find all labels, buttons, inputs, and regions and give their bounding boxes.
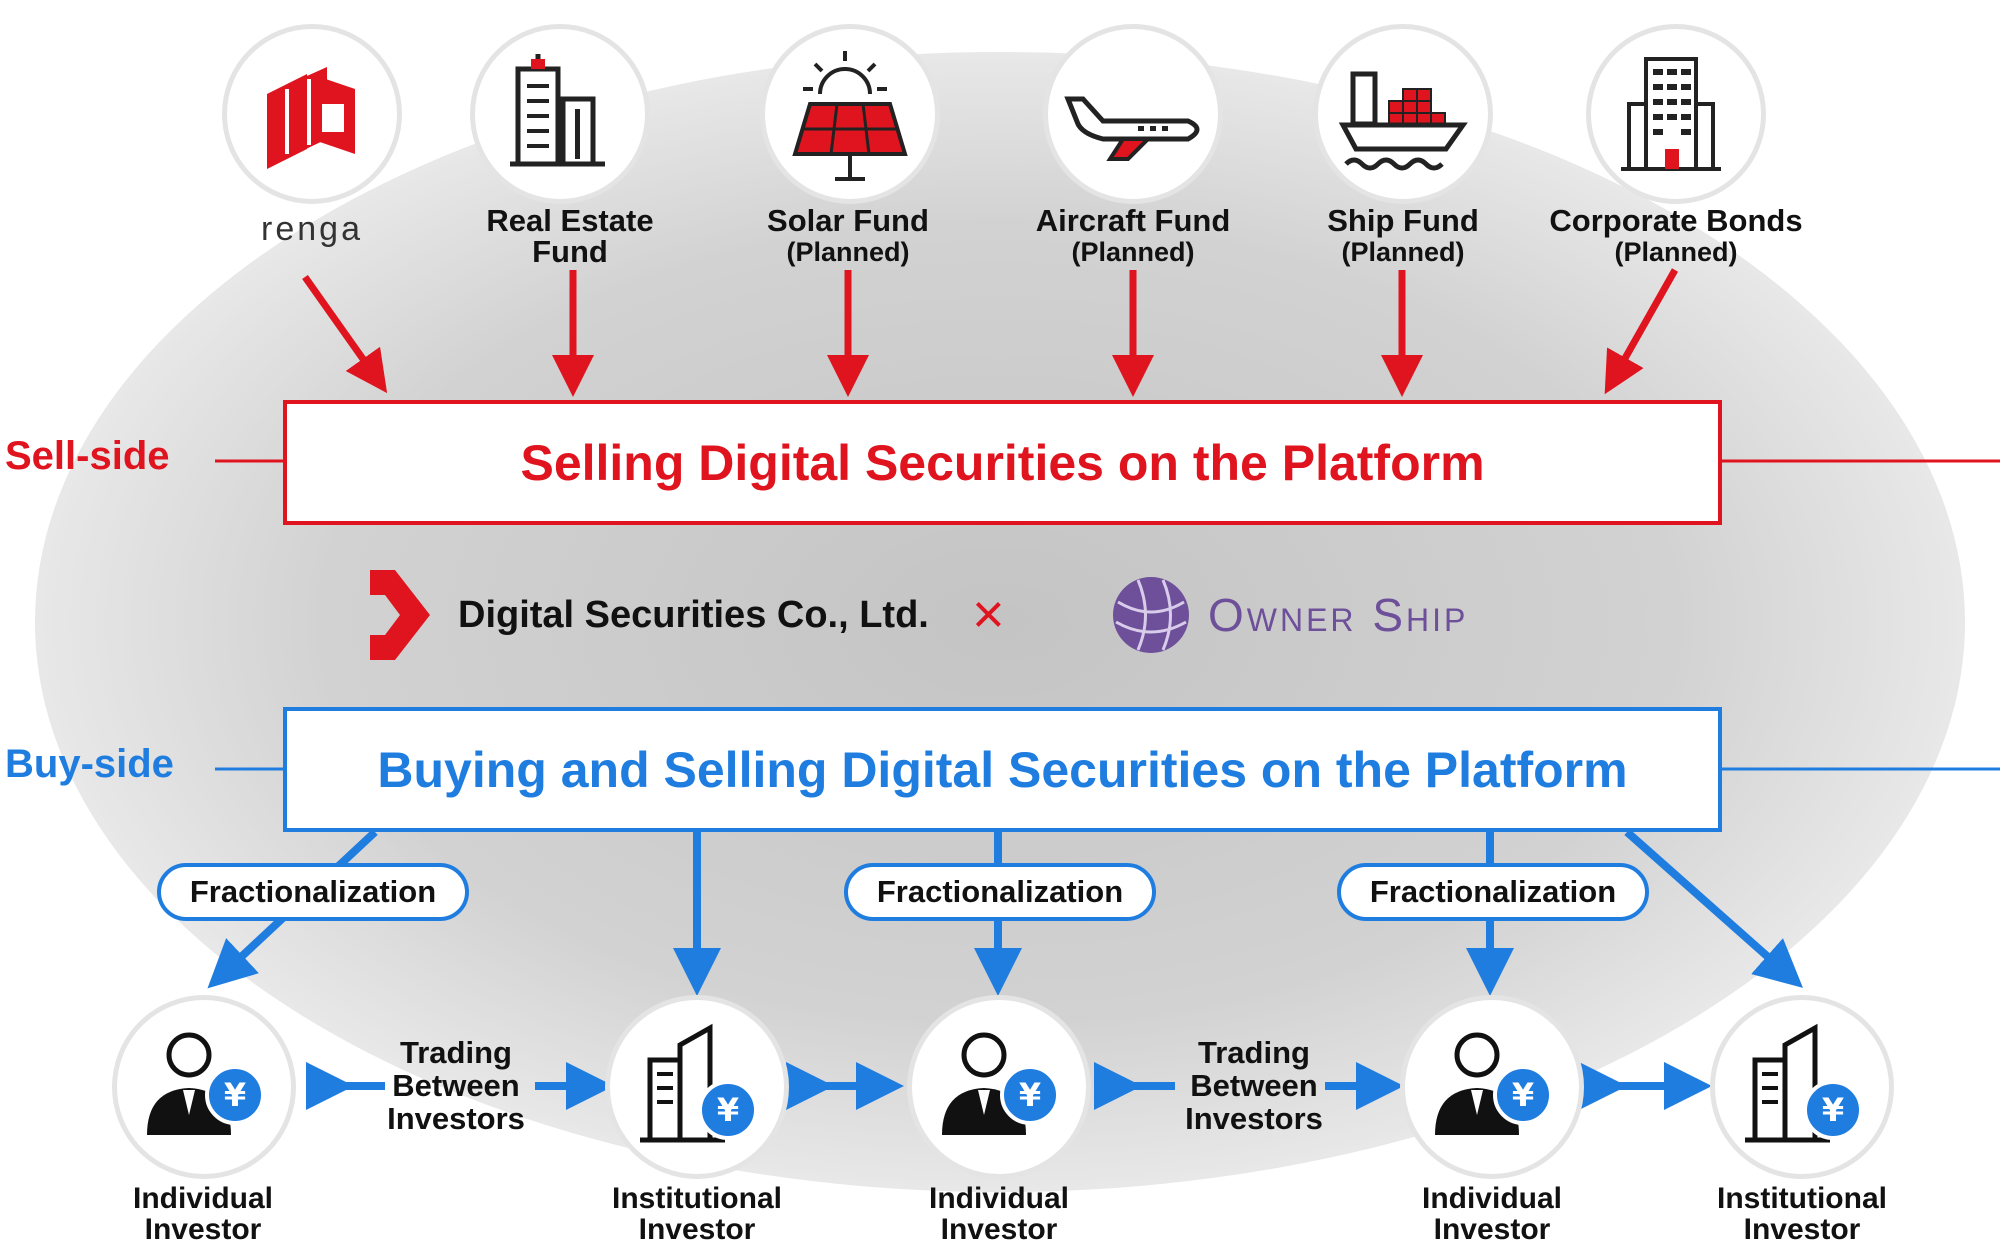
source-label-aircraft: Aircraft Fund (Planned) xyxy=(983,205,1283,268)
investor-circle: ¥ xyxy=(907,995,1091,1179)
office-tower-icon xyxy=(1621,57,1721,171)
real-estate-circle xyxy=(470,24,650,204)
trading-line1: Trading xyxy=(400,1035,512,1070)
investor-label-line2: Investor xyxy=(1433,1213,1551,1246)
renga-logo-icon xyxy=(267,67,355,169)
individual-investor-icon: ¥ xyxy=(942,1032,1060,1135)
trading-label: Trading Between Investors xyxy=(1154,1036,1354,1135)
sell-side-label: Sell-side xyxy=(5,434,170,478)
partner-cross-icon: × xyxy=(972,582,1005,645)
investor-label: Individual Investor xyxy=(869,1183,1129,1245)
svg-text:¥: ¥ xyxy=(1512,1076,1534,1114)
source-label-line2: (Planned) xyxy=(786,237,910,267)
partner-left-name: Digital Securities Co., Ltd. xyxy=(458,594,929,636)
source-label-ship: Ship Fund (Planned) xyxy=(1253,205,1553,268)
investor-label-line1: Individual xyxy=(1421,1182,1562,1215)
source-label-line2: (Planned) xyxy=(1071,237,1195,267)
fractionalization-pill: Fractionalization xyxy=(1337,863,1649,921)
investor-label-line2: Investor xyxy=(940,1213,1058,1246)
source-label-bonds: Corporate Bonds (Planned) xyxy=(1526,205,1826,268)
sell-platform-box: Selling Digital Securities on the Platfo… xyxy=(283,400,1722,525)
investor-label-line1: Institutional xyxy=(1717,1182,1887,1215)
aircraft-circle xyxy=(1043,24,1223,204)
svg-text:¥: ¥ xyxy=(717,1091,739,1129)
source-label-line1: Ship Fund xyxy=(1327,203,1479,238)
investor-label: Individual Investor xyxy=(73,1183,333,1245)
building-icon xyxy=(510,54,605,167)
investor-circle: ¥ xyxy=(112,995,296,1179)
ship-icon xyxy=(1338,71,1468,171)
source-label-real-estate: Real Estate Fund xyxy=(420,205,720,267)
investor-label-line2: Investor xyxy=(144,1213,262,1246)
buy-platform-title: Buying and Selling Digital Securities on… xyxy=(377,741,1628,798)
arrow-bonds xyxy=(1604,268,1679,395)
investor-label-line1: Individual xyxy=(928,1182,1069,1215)
renga-logo-text: renga xyxy=(261,210,363,248)
trading-label: Trading Between Investors xyxy=(356,1036,556,1135)
investor-label: Individual Investor xyxy=(1362,1183,1622,1245)
investor-label: Institutional Investor xyxy=(1672,1183,1932,1245)
source-label-line2: (Planned) xyxy=(1341,237,1465,267)
trading-line2: Between xyxy=(1190,1068,1318,1103)
solar-panel-icon xyxy=(792,51,908,181)
source-label-line1: Real Estate xyxy=(486,203,654,238)
investor-circle: ¥ xyxy=(1400,995,1584,1179)
investor-label-line2: Investor xyxy=(1743,1213,1861,1246)
investor-label: Institutional Investor xyxy=(567,1183,827,1245)
trading-line3: Investors xyxy=(1185,1101,1323,1136)
partner-right-name: Owner Ship xyxy=(1208,589,1469,641)
trading-line2: Between xyxy=(392,1068,520,1103)
investor-label-line1: Individual xyxy=(132,1182,273,1215)
ship-circle xyxy=(1313,24,1493,204)
solar-circle xyxy=(760,24,940,204)
ownership-globe-icon xyxy=(1113,577,1189,653)
arrow-down-5 xyxy=(1624,829,1803,988)
svg-text:¥: ¥ xyxy=(224,1076,246,1114)
buy-platform-box: Buying and Selling Digital Securities on… xyxy=(283,707,1722,832)
airplane-icon xyxy=(1064,96,1200,161)
source-label-solar: Solar Fund (Planned) xyxy=(698,205,998,268)
buy-side-label: Buy-side xyxy=(5,742,174,786)
svg-text:¥: ¥ xyxy=(1019,1076,1041,1114)
fractionalization-pill: Fractionalization xyxy=(157,863,469,921)
svg-text:¥: ¥ xyxy=(1822,1091,1844,1129)
trading-line3: Investors xyxy=(387,1101,525,1136)
source-label-line1: Solar Fund xyxy=(767,203,929,238)
source-label-line1: Aircraft Fund xyxy=(1035,203,1231,238)
investor-circle: ¥ xyxy=(605,995,789,1179)
individual-investor-icon: ¥ xyxy=(147,1032,265,1135)
renga-circle xyxy=(222,24,402,204)
source-label-line1: Corporate Bonds xyxy=(1549,203,1803,238)
bonds-circle xyxy=(1586,24,1766,204)
institutional-investor-icon: ¥ xyxy=(640,1023,758,1143)
trading-line1: Trading xyxy=(1198,1035,1310,1070)
digital-securities-logo-icon xyxy=(370,570,430,660)
individual-investor-icon: ¥ xyxy=(1435,1032,1553,1135)
sell-platform-title: Selling Digital Securities on the Platfo… xyxy=(520,434,1485,491)
source-label-line2: (Planned) xyxy=(1614,237,1738,267)
fractionalization-pill: Fractionalization xyxy=(844,863,1156,921)
investor-circle: ¥ xyxy=(1710,995,1894,1179)
source-label-line2: Fund xyxy=(532,234,608,269)
investor-label-line2: Investor xyxy=(638,1213,756,1246)
arrow-renga xyxy=(302,274,388,394)
institutional-investor-icon: ¥ xyxy=(1745,1023,1863,1143)
investor-label-line1: Institutional xyxy=(612,1182,782,1215)
